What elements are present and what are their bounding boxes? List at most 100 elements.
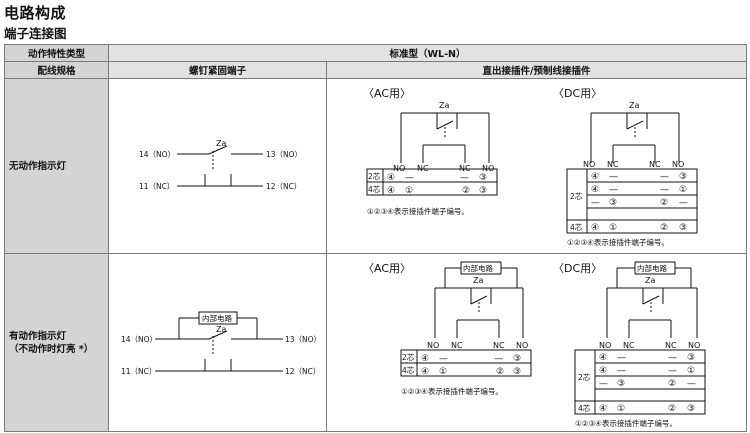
pin-3: ③ — [513, 354, 521, 364]
internal-circuit-label-dc: 内部电路 — [637, 263, 667, 273]
plug-circuits-1: 〈AC用〉 Za NO NC — [363, 87, 698, 247]
pin-4: ④ — [421, 367, 429, 377]
pin-1: ① — [687, 366, 695, 376]
terminal-connection-table: 动作特性类型 标准型（WL-N） 配线规格 螺钉紧固端子 直出接插件/预制线接插… — [4, 44, 747, 432]
terminal-12: 12（NC） — [266, 182, 301, 191]
row-indicator-label: 有动作指示灯 （不动作时灯亮 *） — [4, 253, 109, 432]
plug-circuits-2: 〈AC用〉 — [363, 261, 706, 428]
pin-3: ③ — [687, 404, 695, 414]
za-label-ac-2: Za — [473, 276, 483, 285]
wiring-label-cell: 配线规格 — [4, 61, 109, 79]
pin-3: ③ — [679, 223, 687, 233]
pin-2: ② — [660, 223, 668, 233]
terminal-14: 14（NO） — [139, 150, 175, 159]
nc-label-dc-2: NC — [649, 160, 661, 169]
pin-2: ② — [462, 186, 470, 196]
nc-label: NC — [493, 341, 505, 350]
row-indicator-label-line2: （不动作时灯亮 *） — [9, 343, 94, 355]
pin-2: ② — [668, 379, 676, 389]
pin-4: ④ — [599, 353, 607, 363]
core4-label: 4芯 — [578, 403, 591, 413]
dash: — — [617, 366, 626, 376]
note-dc: ①②③④表示接插件端子编号。 — [567, 237, 669, 247]
nc-label: NC — [623, 341, 635, 350]
type-value-cell: 标准型（WL-N） — [108, 44, 747, 62]
dash: — — [460, 173, 469, 183]
page-title: 电路构成 — [4, 4, 67, 22]
pin-1: ① — [609, 223, 617, 233]
core2-label-ac: 2芯 — [368, 171, 381, 181]
core4-label-ac: 4芯 — [368, 184, 381, 194]
pin-4: ④ — [387, 173, 395, 183]
dash: — — [668, 366, 677, 376]
no-label: NO — [516, 341, 528, 350]
no-label: NO — [599, 341, 611, 350]
nc-label-ac-1: NC — [417, 164, 429, 173]
dash: — — [494, 354, 503, 364]
terminal-14-b: 14（NO） — [121, 335, 157, 344]
dash: — — [439, 354, 448, 364]
page-subtitle: 端子连接图 — [4, 26, 67, 41]
nc-label: NC — [665, 341, 677, 350]
no-label: NO — [427, 341, 439, 350]
row-indicator-label-line1: 有动作指示灯 — [9, 330, 67, 342]
dash: — — [687, 379, 696, 389]
dash: — — [591, 198, 600, 208]
pin-3: ③ — [617, 379, 625, 389]
pin-4: ④ — [599, 366, 607, 376]
za-label-ac: Za — [439, 101, 449, 110]
screw-circuit-2: 内部电路 Za 14（NO） 13（NO） 11（NC） 12（NC） — [121, 311, 321, 376]
nc-label: NC — [451, 341, 463, 350]
plug-diagram-no-indicator: 〈AC用〉 Za NO NC — [326, 78, 747, 254]
ac-label-2: 〈AC用〉 — [363, 262, 411, 275]
dash: — — [660, 172, 669, 182]
za-label-dc: Za — [629, 101, 639, 110]
plug-connector-header: 直出接插件/预制线接插件 — [326, 61, 747, 79]
pin-1: ① — [617, 404, 625, 414]
za-label-2: Za — [216, 325, 226, 334]
terminal-13-b: 13（NO） — [285, 335, 321, 344]
pin-2: ② — [668, 404, 676, 414]
screw-diagram-no-indicator: Za 14（NO） 13（NO） 11（NC） 12（NC） — [108, 78, 327, 254]
pin-4: ④ — [591, 172, 599, 182]
dash: — — [660, 185, 669, 195]
terminal-13: 13（NO） — [266, 150, 302, 159]
terminal-11-b: 11（NC） — [121, 367, 156, 376]
za-label: Za — [216, 139, 226, 148]
core4-label-dc: 4芯 — [570, 222, 583, 232]
no-label: NO — [688, 341, 700, 350]
screw-diagram-indicator: 内部电路 Za 14（NO） 13（NO） 11（NC） 12（NC） — [108, 253, 327, 432]
core4-label: 4芯 — [402, 365, 415, 375]
pin-3: ③ — [687, 353, 695, 363]
dash: — — [405, 173, 414, 183]
dash: — — [599, 379, 608, 389]
core2-label: 2芯 — [578, 372, 591, 382]
dc-label: 〈DC用〉 — [553, 87, 602, 100]
core2-label: 2芯 — [402, 352, 415, 362]
pin-3: ③ — [479, 186, 487, 196]
pin-2: ② — [496, 367, 504, 377]
pin-3: ③ — [679, 172, 687, 182]
dash: — — [609, 185, 618, 195]
nc-label-dc-1: NC — [607, 160, 619, 169]
pin-3: ③ — [479, 173, 487, 183]
no-label-dc-2: NO — [672, 160, 684, 169]
note-ac: ①②③④表示接插件端子编号。 — [367, 206, 469, 216]
dash: — — [679, 198, 688, 208]
pin-4: ④ — [421, 354, 429, 364]
pin-4: ④ — [387, 186, 395, 196]
pin-1: ① — [405, 186, 413, 196]
pin-1: ① — [679, 185, 687, 195]
ac-label: 〈AC用〉 — [363, 87, 411, 100]
pin-1: ① — [439, 367, 447, 377]
internal-circuit-label: 内部电路 — [202, 313, 232, 323]
terminal-11: 11（NC） — [139, 182, 174, 191]
type-label-cell: 动作特性类型 — [4, 44, 109, 62]
pin-2: ② — [660, 198, 668, 208]
dash: — — [668, 353, 677, 363]
pin-3: ③ — [609, 198, 617, 208]
internal-circuit-label-ac: 内部电路 — [463, 263, 493, 273]
no-label-ac-2: NO — [482, 164, 494, 173]
terminal-12-b: 12（NC） — [285, 367, 320, 376]
nc-label-ac-2: NC — [459, 164, 471, 173]
